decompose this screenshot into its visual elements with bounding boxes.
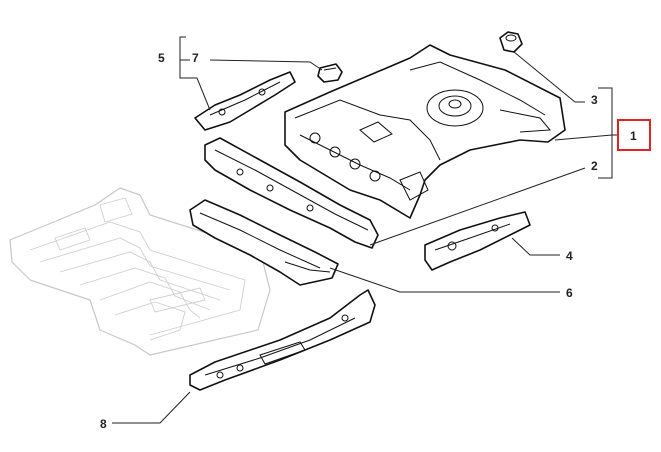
leader-lines [112, 36, 618, 424]
part-5-bracket [194, 71, 296, 131]
part-3-fastener [499, 31, 523, 53]
part-4-bracket [424, 211, 531, 271]
callout-1-label: 1 [630, 129, 637, 143]
callout-6-label: 6 [566, 286, 573, 300]
callout-2-label: 2 [591, 159, 598, 173]
callout-5-label: 5 [158, 51, 165, 65]
callout-4-label: 4 [566, 249, 573, 263]
highlight-box [617, 119, 651, 151]
part-6-cross-member [189, 199, 339, 286]
part-2-cross-member [204, 137, 379, 249]
callout-3-label: 3 [591, 93, 598, 107]
part-7-clip [317, 63, 343, 83]
ghost-floor-pan [9, 187, 271, 356]
part-1-rear-floor-panel [284, 44, 566, 219]
part-8-side-rail [189, 289, 376, 391]
callout-7-label: 7 [192, 51, 199, 65]
callout-8-label: 8 [100, 417, 107, 431]
